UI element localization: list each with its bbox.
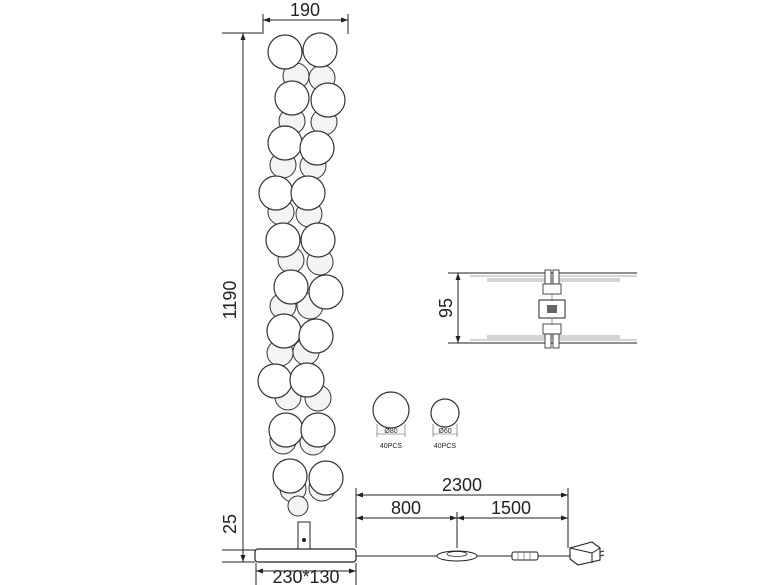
large-globe-10 [300,222,336,258]
cable-connector [511,551,539,561]
lamp-stem [297,521,311,550]
cable-to-switch-label: 800 [391,498,421,518]
small-globe-21 [287,495,309,517]
small-ball-count: 40PCS [434,443,457,450]
ball-cluster-front [257,32,346,496]
lamp-base [254,548,357,563]
large-globe-3 [274,80,310,116]
large-globe-17 [268,412,304,448]
height-dimension: 1190 [220,32,262,563]
large-globe-5 [267,125,303,161]
cable-total-label: 2300 [442,475,482,495]
base-size-label: 230*130 [272,567,339,585]
large-globe-9 [265,222,301,258]
large-globe-4 [310,82,346,118]
large-globe-6 [299,130,335,166]
large-globe-16 [289,362,325,398]
large-globe-12 [308,274,344,310]
cable-total-dimension: 2300 [355,475,569,548]
large-ball-diameter: Ø80 [384,428,397,435]
cable-switch-to-plug-label: 1500 [491,498,531,518]
power-plug-adapter [569,541,605,566]
base-size-dimension: 230*130 [255,563,357,585]
legend-small-ball: Ø60 40PCS [430,398,460,450]
large-globe-7 [258,175,294,211]
large-globe-2 [302,32,338,68]
large-globe-18 [300,412,336,448]
large-globe-11 [273,269,309,305]
base-height-label: 25 [220,514,240,534]
top-width-dimension: 190 [262,0,349,34]
mount-detail: 95 [436,269,637,349]
large-ball-count: 40PCS [380,443,403,450]
top-width-label: 190 [290,0,320,20]
small-ball-diameter: Ø60 [438,428,451,435]
base-height-dimension: 25 [220,505,256,551]
large-globe-20 [308,460,344,496]
large-globe-13 [266,313,302,349]
large-globe-1 [267,34,303,70]
mount-gap-label: 95 [436,298,456,318]
legend-large-ball: Ø80 40PCS [372,391,410,450]
cable-split-dimension: 800 1500 [356,498,568,548]
large-globe-8 [290,175,326,211]
large-globe-15 [257,363,293,399]
height-label: 1190 [220,281,240,320]
large-globe-14 [298,318,334,354]
large-globe-19 [272,458,308,494]
inline-switch [436,550,478,562]
